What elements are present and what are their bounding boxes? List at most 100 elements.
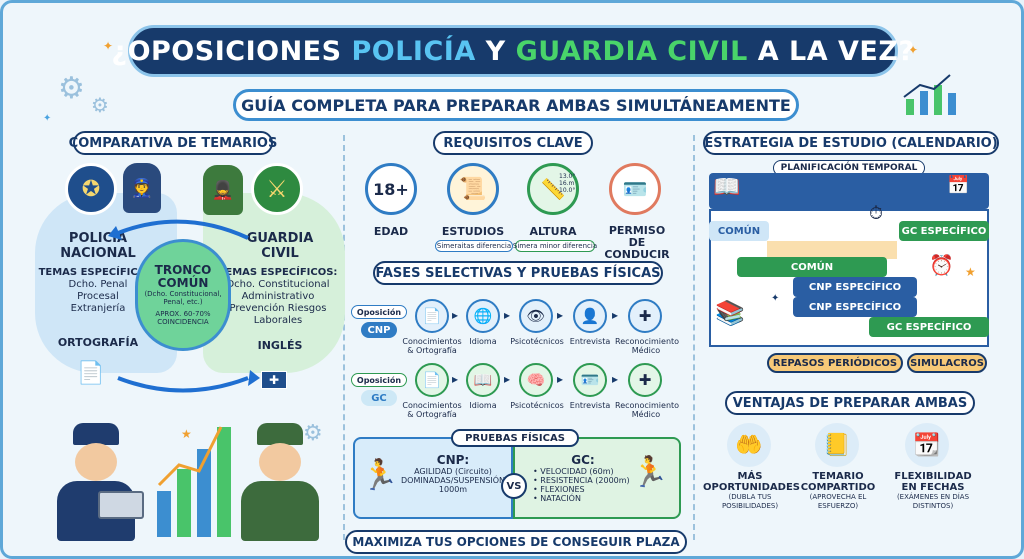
alarm-clock-icon: ⏰ (929, 253, 954, 277)
estrategia-heading: ESTRATEGIA DE ESTUDIO (CALENDARIO) (703, 131, 999, 155)
guardia-officer-icon: 💂 (203, 165, 243, 215)
cnp-step-2: Idioma (469, 337, 497, 346)
req-note-estudios: Simeraitas diferencia (435, 240, 513, 252)
calendar-bar-gc: GC ESPECÍFICO (869, 317, 989, 337)
vs-badge: VS (501, 473, 527, 499)
brain-icon: 🧠 (519, 363, 553, 397)
ventaja-2: TEMARIO COMPARTIDO (APROVECHA EL ESFUERZ… (800, 471, 876, 510)
growth-chart-icon (903, 74, 956, 115)
pruebas-heading: PRUEBAS FÍSICAS (451, 429, 579, 447)
column-divider (343, 135, 345, 540)
books-icon: 📚 (715, 299, 745, 327)
calendar-header (709, 173, 989, 209)
document-icon: 📄 (77, 361, 105, 386)
book-icon: 📄 (415, 363, 449, 397)
gc-step-4: Entrevista (569, 401, 611, 410)
star-icon: ★ (965, 265, 976, 279)
medical-cross-icon: ✚ (628, 299, 662, 333)
gc-step-1: Conocimientos & Ortografía (402, 401, 462, 419)
person-icon: 👤 (573, 299, 607, 333)
calendar-icon: 📆 (905, 423, 949, 467)
globe-icon: 🌐 (466, 299, 500, 333)
policia-badge-icon: ✪ (65, 163, 117, 215)
calendar-bar-cnp: CNP ESPECÍFICO (793, 277, 917, 297)
gc-pruebas: GC: • VELOCIDAD (60m) • RESISTENCIA (200… (533, 453, 630, 503)
guardia-civil-emblem-icon: ⚔ (251, 163, 303, 215)
gc-extra: INGLÉS (257, 339, 303, 352)
sparkle-icon: ★ (181, 427, 192, 441)
cnp-step-1: Conocimientos & Ortografía (402, 337, 462, 355)
medical-cross-icon: ✚ (628, 363, 662, 397)
growth-bars-icon (157, 426, 231, 537)
eye-icon: 👁 (519, 299, 553, 333)
runner-icon: 🏃 (361, 458, 399, 493)
arrow-icon: ▸ (557, 308, 564, 322)
calendar-bar-gc: GC ESPECÍFICO (899, 221, 989, 241)
uk-flag-icon: ✚ (261, 371, 287, 389)
sparkle-icon: ✦ (908, 43, 919, 57)
gc-step-2: Idioma (469, 401, 497, 410)
arrow-icon: ▸ (557, 372, 564, 386)
cnp-step-5: Reconocimiento Médico (615, 337, 680, 355)
comparativa-heading: COMPARATIVA DE TEMARIOS (69, 131, 277, 155)
cnp-step-4: Entrevista (569, 337, 611, 346)
laptop-icon (98, 491, 144, 519)
cnp-step-3: Psicotécnicos (510, 337, 564, 346)
gear-icon: ⚙ (91, 93, 109, 117)
page-title: ¿OPOSICIONES POLICÍA Y GUARDIA CIVIL A L… (111, 25, 914, 77)
police-officer-icon: 👮 (123, 163, 161, 213)
cnp-pruebas-panel (353, 437, 513, 519)
book-icon: 📖 (713, 175, 741, 200)
gear-icon: ⚙ (58, 71, 85, 106)
calendar-bar-cnp: CNP ESPECÍFICO (793, 297, 917, 317)
clock-icon: ⏱ (869, 203, 884, 224)
arrow-icon: ▸ (612, 372, 619, 386)
calendar-icon: 📅 (947, 175, 970, 196)
column-divider (693, 135, 695, 540)
age-icon: 18+ (365, 163, 417, 215)
page-subtitle: GUÍA COMPLETA PARA PREPARAR AMBAS SIMULT… (233, 89, 799, 121)
calendar-highlight (767, 241, 897, 259)
sparkle-icon: ✦ (43, 113, 52, 124)
ventaja-1: MÁS OPORTUNIDADES (DUBLA TUS POSIBILIDAD… (703, 471, 800, 510)
req-label-altura: ALTURA (529, 225, 577, 238)
id-card-icon: 🪪 (573, 363, 607, 397)
requisitos-heading: REQUISITOS CLAVE (433, 131, 593, 155)
arrow-icon: ▸ (452, 372, 459, 386)
repasos-badge: REPASOS PERIÓDICOS (767, 353, 903, 373)
simulacros-badge: SIMULACROS (907, 353, 987, 373)
ruler-icon: 📏 (527, 163, 579, 215)
license-icon: 🪪 (609, 163, 661, 215)
sparkle-icon: ✦ (771, 293, 780, 304)
tronco-comun: TRONCO COMÚN (Dcho. Constitucional, Pena… (135, 239, 231, 351)
req-label-permiso: PERMISO DE CONDUCIR (604, 224, 670, 261)
diploma-icon: 📜 (447, 163, 499, 215)
gc-step-5: Reconocimiento Médico (615, 401, 680, 419)
req-label-edad: EDAD (373, 225, 409, 238)
gc-temas: TEMAS ESPECÍFICOS: Dcho. Constitucional … (218, 267, 338, 326)
sparkle-icon: ✦ (103, 39, 114, 53)
arrow-icon: ▸ (504, 308, 511, 322)
open-book-icon: 📖 (466, 363, 500, 397)
footer-banner: MAXIMIZA TUS OPCIONES DE CONSEGUIR PLAZA (345, 530, 687, 554)
calendar-bar-comun: COMÚN (709, 221, 769, 241)
police-officer-illustration (51, 423, 141, 543)
runner-icon: 🏃 (631, 455, 669, 490)
req-note-altura: Simera minor diferencia (512, 240, 598, 252)
cnp-pruebas: CNP: AGILIDAD (Circuito) DOMINADAS/SUSPE… (401, 453, 506, 494)
gc-tag: Oposición GC (351, 373, 407, 406)
arrow-icon: ▸ (504, 372, 511, 386)
arrow-icon: ▸ (612, 308, 619, 322)
book-stack-icon: 📒 (815, 423, 859, 467)
gc-step-3: Psicotécnicos (510, 401, 564, 410)
req-label-estudios: ESTUDIOS (441, 225, 505, 238)
pn-temas: TEMAS ESPECÍFICOS: Dcho. Penal Procesal … (38, 267, 158, 314)
book-icon: 📄 (415, 299, 449, 333)
guardia-civil-illustration (235, 423, 325, 543)
ventajas-heading: VENTAJAS DE PREPARAR AMBAS (725, 391, 975, 415)
pn-extra: ORTOGRAFÍA (57, 336, 139, 349)
